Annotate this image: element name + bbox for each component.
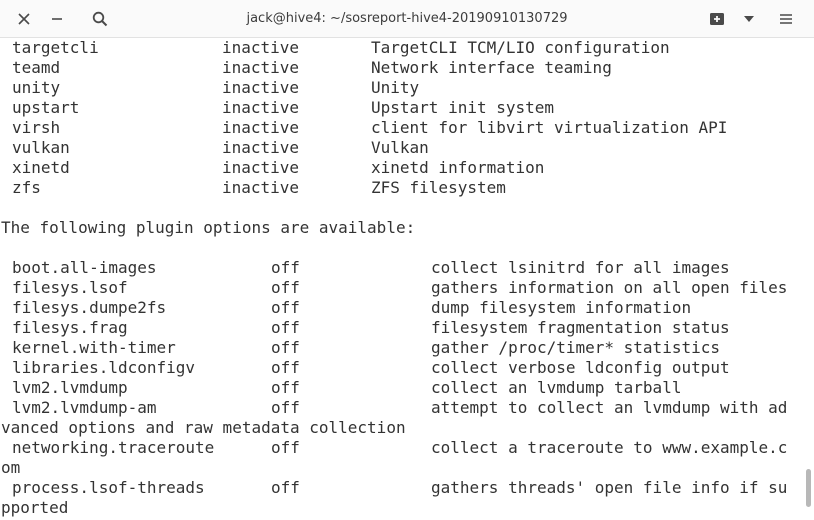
option-description: dump filesystem information: [431, 298, 692, 317]
plugin-status: inactive: [222, 78, 300, 97]
option-value: off: [271, 378, 300, 397]
window-title: jack@hive4: ~/sosreport-hive4-2019091013…: [246, 11, 568, 26]
plugin-status: inactive: [222, 178, 300, 197]
option-description: collect a traceroute to www.example.c: [431, 438, 788, 457]
plugin-row: vulkan inactive Vulkan: [0, 138, 429, 158]
plugin-name: virsh: [12, 118, 61, 137]
option-description: collect an lvmdump tarball: [431, 378, 682, 397]
new-tab-icon: [710, 12, 724, 25]
option-row: boot.all-images off collect lsinitrd for…: [0, 258, 730, 278]
search-button[interactable]: [85, 0, 115, 37]
plugin-name: xinetd: [12, 158, 70, 177]
option-description: collect verbose ldconfig output: [431, 358, 730, 377]
option-description: filesystem fragmentation status: [431, 318, 730, 337]
plugin-status: inactive: [222, 158, 300, 177]
terminal-scrollbar-thumb[interactable]: [806, 469, 811, 507]
option-description: gathers information on all open files: [431, 278, 788, 297]
option-name: lvm2.lvmdump-am: [12, 398, 157, 417]
option-wrap-line: vanced options and raw metadata collecti…: [0, 418, 406, 438]
plugin-name: unity: [12, 78, 61, 97]
option-name: kernel.with-timer: [12, 338, 176, 357]
plugin-row: xinetd inactive xinetd information: [0, 158, 544, 178]
plugin-name: vulkan: [12, 138, 70, 157]
plugin-row: upstart inactive Upstart init system: [0, 98, 554, 118]
plugin-description: Unity: [371, 78, 420, 97]
plugin-row: zfs inactive ZFS filesystem: [0, 178, 506, 198]
option-name: process.lsof-threads: [12, 478, 205, 497]
option-description-wrap: pported: [1, 498, 69, 517]
plugin-status: inactive: [222, 98, 300, 117]
new-tab-button[interactable]: [702, 0, 732, 37]
option-row: lvm2.lvmdump-am off attempt to collect a…: [0, 398, 787, 418]
plugin-description: Vulkan: [371, 138, 429, 157]
option-wrap-line: pported: [0, 498, 68, 518]
option-row: lvm2.lvmdump off collect an lvmdump tarb…: [0, 378, 681, 398]
option-value: off: [271, 278, 300, 297]
plugin-row: unity inactive Unity: [0, 78, 419, 98]
option-value: off: [271, 438, 300, 457]
plugin-description: TargetCLI TCM/LIO configuration: [371, 38, 670, 57]
plugin-name: zfs: [12, 178, 41, 197]
option-name: lvm2.lvmdump: [12, 378, 128, 397]
plugin-description: Network interface teaming: [371, 58, 612, 77]
option-value: off: [271, 398, 300, 417]
option-description: gathers threads' open file info if su: [431, 478, 788, 497]
option-row: filesys.frag off filesystem fragmentatio…: [0, 318, 730, 338]
dropdown-icon: [744, 15, 754, 22]
option-description-wrap: om: [1, 458, 21, 477]
option-name: boot.all-images: [12, 258, 157, 277]
options-header-text: The following plugin options are availab…: [1, 218, 416, 237]
option-value: off: [271, 478, 300, 497]
option-name: filesys.dumpe2fs: [12, 298, 167, 317]
option-description: attempt to collect an lvmdump with ad: [431, 398, 788, 417]
option-description: gather /proc/timer* statistics: [431, 338, 720, 357]
option-value: off: [271, 338, 300, 357]
tab-dropdown-button[interactable]: [734, 0, 764, 37]
plugin-description: xinetd information: [371, 158, 545, 177]
window-titlebar: jack@hive4: ~/sosreport-hive4-2019091013…: [0, 0, 814, 38]
option-value: off: [271, 258, 300, 277]
menu-button[interactable]: [771, 0, 801, 37]
option-description: collect lsinitrd for all images: [431, 258, 730, 277]
plugin-name: upstart: [12, 98, 80, 117]
plugin-description: client for libvirt virtualization API: [371, 118, 728, 137]
plugin-name: teamd: [12, 58, 61, 77]
close-icon: [18, 12, 30, 25]
plugin-description: ZFS filesystem: [371, 178, 506, 197]
option-name: libraries.ldconfigv: [12, 358, 196, 377]
option-row: kernel.with-timer off gather /proc/timer…: [0, 338, 720, 358]
plugin-row: targetcli inactive TargetCLI TCM/LIO con…: [0, 38, 670, 58]
minimize-icon: [52, 17, 62, 20]
plugin-row: teamd inactive Network interface teaming: [0, 58, 612, 78]
plugin-status: inactive: [222, 138, 300, 157]
option-name: networking.traceroute: [12, 438, 215, 457]
option-row: networking.traceroute off collect a trac…: [0, 438, 787, 458]
option-value: off: [271, 318, 300, 337]
option-row: process.lsof-threads off gathers threads…: [0, 478, 787, 498]
hamburger-menu-icon: [780, 13, 792, 24]
plugin-status: inactive: [222, 118, 300, 137]
close-button[interactable]: [9, 0, 39, 37]
option-value: off: [271, 298, 300, 317]
option-value: off: [271, 358, 300, 377]
minimize-button[interactable]: [42, 0, 72, 37]
option-description-wrap: vanced options and raw metadata collecti…: [1, 418, 406, 437]
plugin-status: inactive: [222, 38, 300, 57]
options-header: The following plugin options are availab…: [0, 218, 415, 238]
plugin-status: inactive: [222, 58, 300, 77]
option-name: filesys.lsof: [12, 278, 128, 297]
option-row: filesys.dumpe2fs off dump filesystem inf…: [0, 298, 691, 318]
plugin-name: targetcli: [12, 38, 99, 57]
plugin-row: virsh inactive client for libvirt virtua…: [0, 118, 727, 138]
plugin-description: Upstart init system: [371, 98, 555, 117]
terminal-output[interactable]: targetcli inactive TargetCLI TCM/LIO con…: [0, 38, 806, 520]
search-icon: [92, 11, 108, 26]
option-name: filesys.frag: [12, 318, 128, 337]
option-row: libraries.ldconfigv off collect verbose …: [0, 358, 730, 378]
option-wrap-line: om: [0, 458, 39, 478]
option-row: filesys.lsof off gathers information on …: [0, 278, 787, 298]
